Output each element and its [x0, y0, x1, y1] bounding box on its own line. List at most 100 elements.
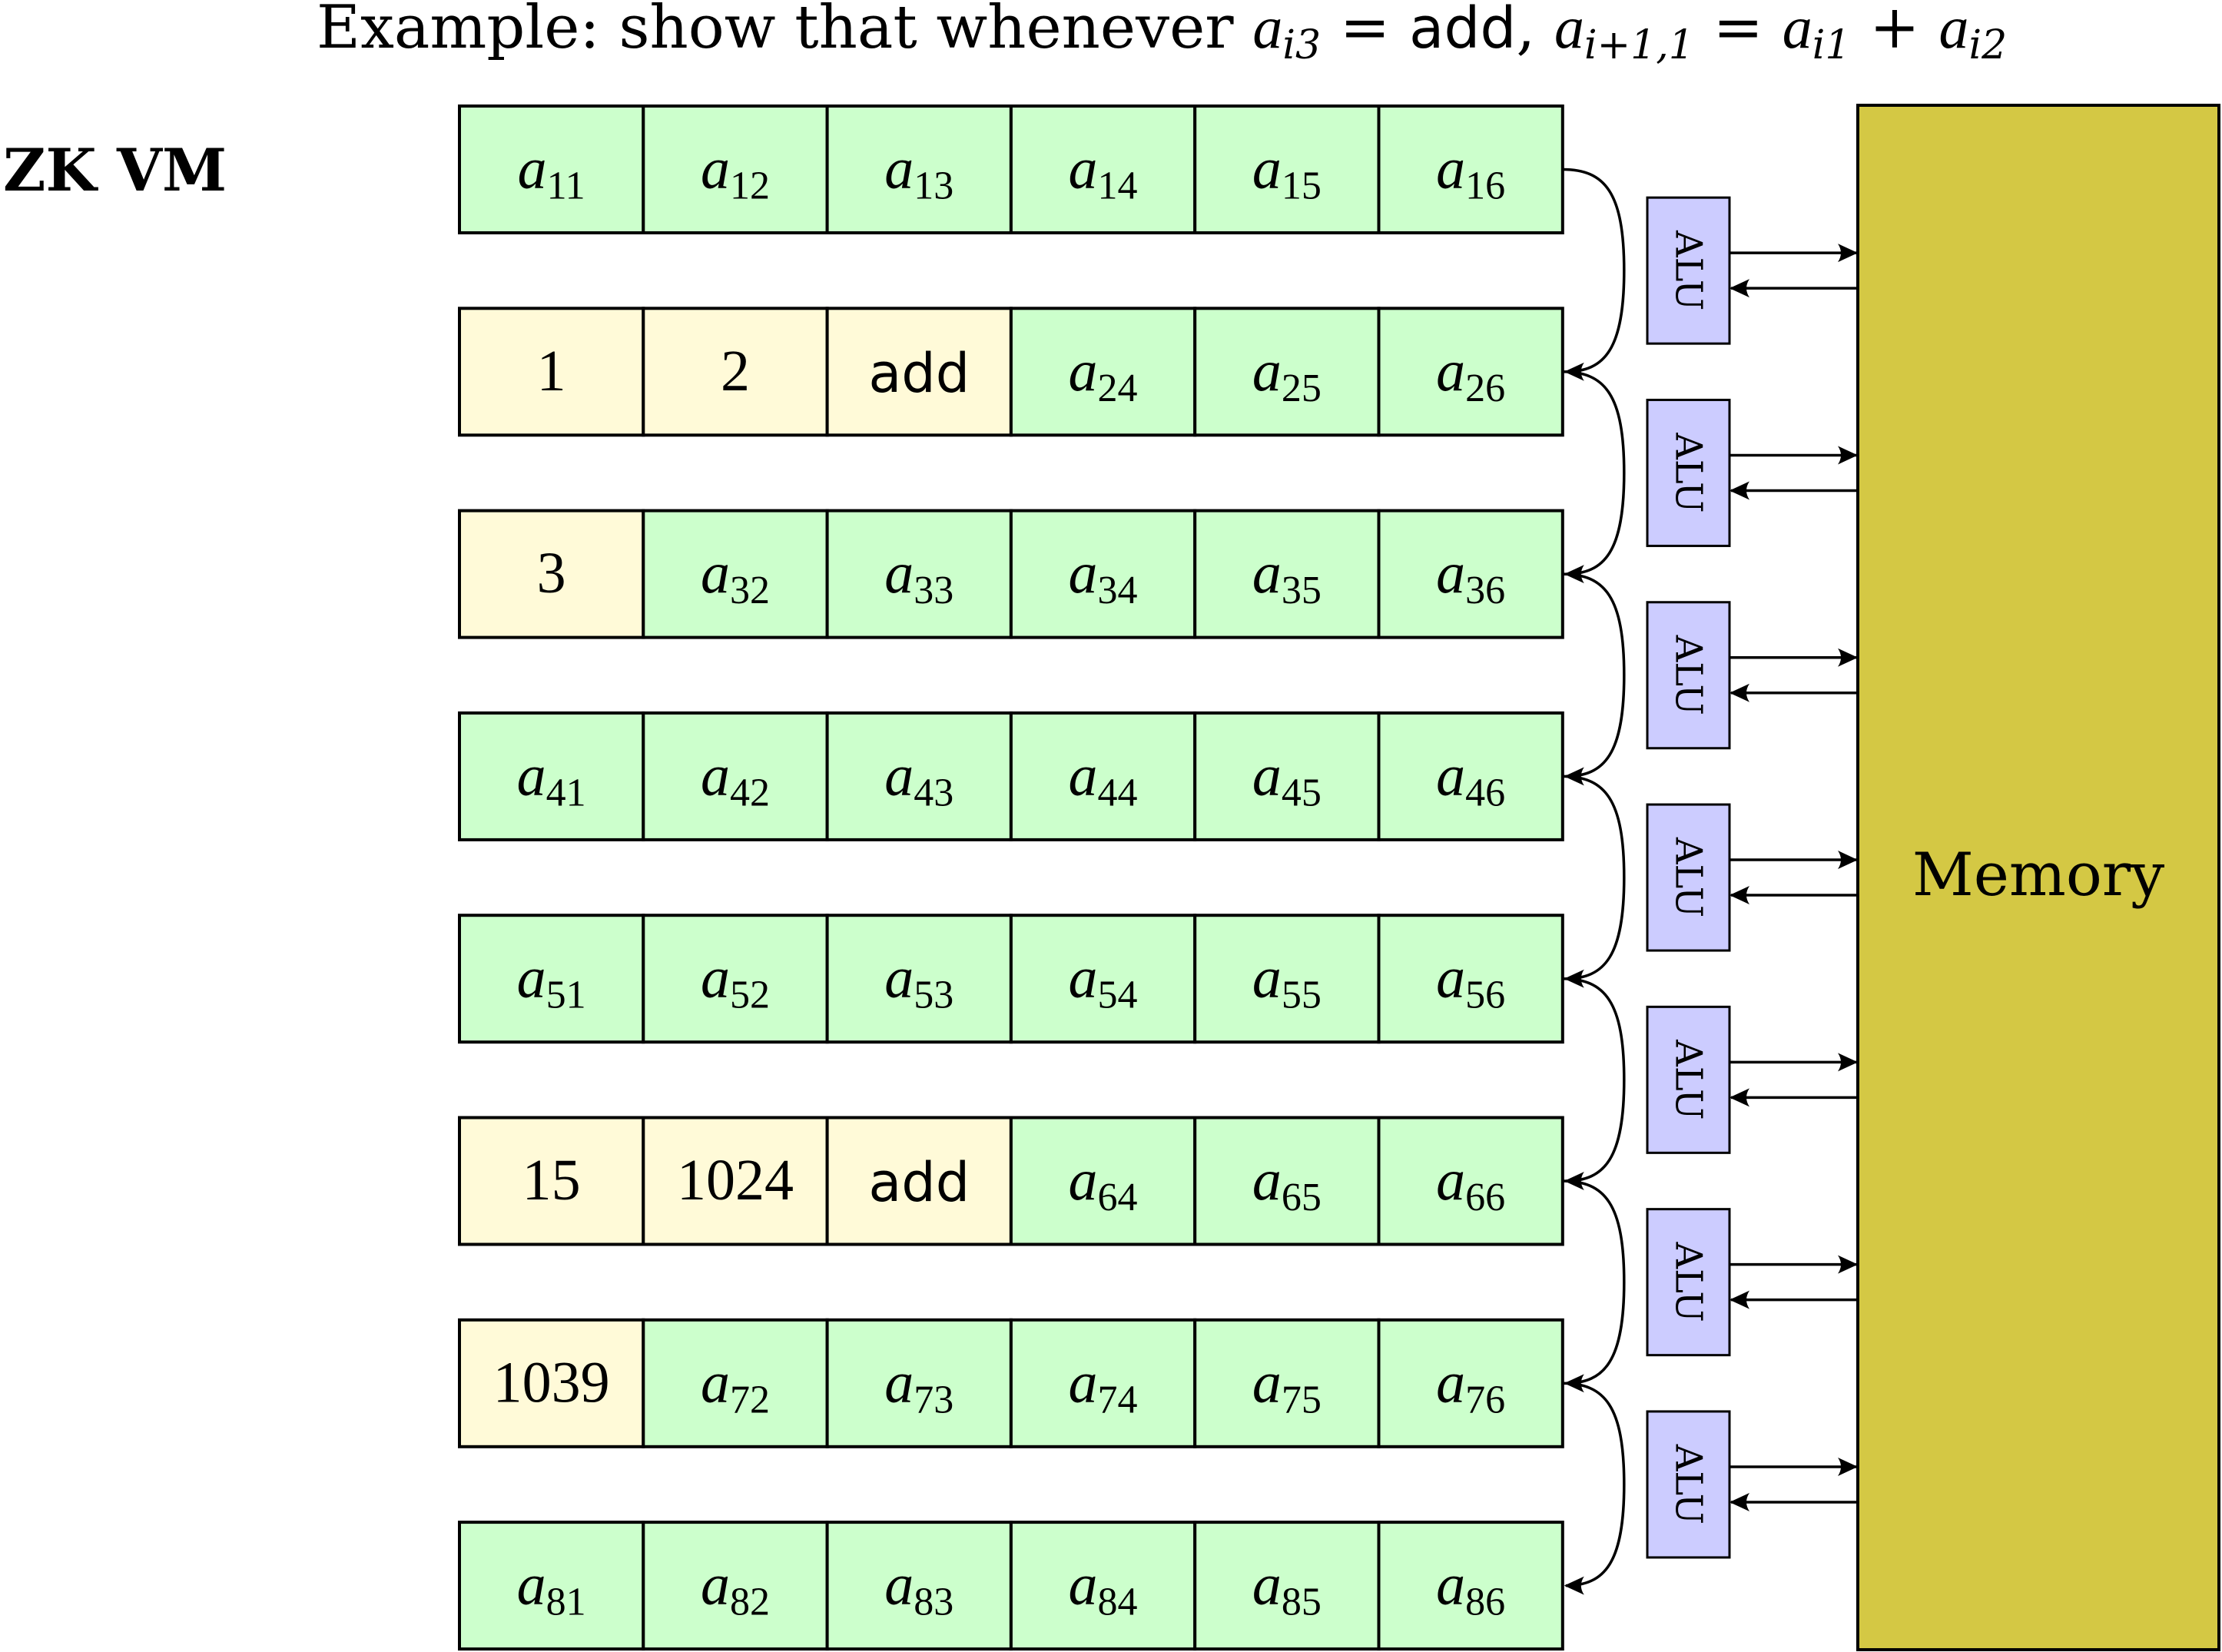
alu-box: [1646, 196, 1731, 345]
alu-label: ALU: [1667, 837, 1710, 917]
memory-label: Memory: [1912, 841, 2164, 910]
trace-cell: [1377, 104, 1564, 234]
row-transition-arrow: [1562, 1179, 1626, 1393]
trace-cell: [642, 1116, 829, 1246]
alu-unit: ALU: [1646, 196, 1858, 345]
alu-unit: ALU: [1646, 1005, 1858, 1154]
cell-value: 15: [522, 1148, 581, 1212]
row-transition-arrow: [1562, 977, 1626, 1190]
row-transition-arrow: [1562, 775, 1626, 988]
alu-unit: ALU: [1646, 601, 1858, 750]
trace-cell: [458, 307, 645, 437]
trace-cell: [1009, 711, 1197, 841]
trace-cell: [1377, 711, 1564, 841]
cell-variable: a46: [1436, 743, 1505, 814]
trace-cell: [1377, 1116, 1564, 1246]
cell-variable: a41: [517, 743, 586, 814]
trace-cell: [642, 711, 829, 841]
trace-cell: [1193, 914, 1381, 1044]
alu-unit: ALU: [1646, 1410, 1858, 1559]
trace-cell: [642, 509, 829, 639]
row-transition-arrow: [1562, 572, 1626, 786]
cell-variable: a82: [701, 1553, 770, 1624]
cell-variable: a33: [884, 541, 953, 612]
trace-cell: [825, 711, 1013, 841]
trace-cell: [1009, 914, 1197, 1044]
alu-label: ALU: [1667, 635, 1710, 715]
cell-variable: a16: [1436, 137, 1505, 208]
alu-unit: ALU: [1646, 398, 1858, 547]
cell-variable: a14: [1069, 137, 1138, 208]
alu-unit: ALU: [1646, 1208, 1858, 1357]
alu-box: [1646, 398, 1731, 547]
alu-label: ALU: [1667, 432, 1710, 513]
cell-variable: a42: [701, 743, 770, 814]
cell-variable: a45: [1252, 743, 1322, 814]
cell-variable: a25: [1252, 339, 1322, 410]
trace-cell: [1009, 1521, 1197, 1651]
trace-cell: [1377, 914, 1564, 1044]
cell-variable: a15: [1252, 137, 1322, 208]
trace-cell: [1009, 509, 1197, 639]
diagram-title: Example: show that whenever ai3 = add, a…: [317, 0, 2007, 68]
cell-variable: a51: [517, 946, 586, 1017]
cell-variable: a26: [1436, 339, 1505, 410]
cell-value: 3: [537, 541, 566, 605]
cell-variable: a13: [884, 137, 953, 208]
cell-variable: a44: [1069, 743, 1138, 814]
cell-variable: a53: [884, 946, 953, 1017]
cell-variable: a73: [884, 1350, 953, 1421]
cell-variable: a75: [1252, 1350, 1322, 1421]
cell-value: 1039: [493, 1350, 610, 1415]
trace-cell: [825, 914, 1013, 1044]
trace-cell: [642, 1318, 829, 1448]
cell-variable: a64: [1069, 1148, 1138, 1219]
cell-variable: a36: [1436, 541, 1505, 612]
trace-cell: [642, 914, 829, 1044]
trace-row: a51 a52 a53 a54 a55 a56: [458, 914, 1564, 1044]
row-connectors: [1562, 168, 1626, 1595]
trace-cell: [1193, 1116, 1381, 1246]
alu-box: [1646, 803, 1731, 952]
row-transition-arrow: [1562, 370, 1626, 584]
alu-box: [1646, 1005, 1731, 1154]
trace-cell: [458, 104, 645, 234]
cell-variable: a55: [1252, 946, 1322, 1017]
cell-variable: a66: [1436, 1148, 1505, 1219]
trace-cell: [642, 1521, 829, 1651]
cell-variable: a54: [1069, 946, 1138, 1017]
alu-label: ALU: [1667, 1039, 1710, 1120]
row-transition-arrow: [1562, 1382, 1626, 1595]
cell-variable: a24: [1069, 339, 1138, 410]
cell-variable: a84: [1069, 1553, 1138, 1624]
trace-cell: [458, 1318, 645, 1448]
trace-cell: [1193, 509, 1381, 639]
trace-cell: [825, 509, 1013, 639]
trace-cell: [825, 307, 1013, 437]
cell-variable: a11: [518, 137, 585, 208]
trace-cell: [1377, 1318, 1564, 1448]
cell-variable: a76: [1436, 1350, 1505, 1421]
trace-cell: [1377, 1521, 1564, 1651]
trace-cell: [1193, 1318, 1381, 1448]
cell-variable: a72: [701, 1350, 770, 1421]
cell-variable: a56: [1436, 946, 1505, 1017]
cell-variable: a74: [1069, 1350, 1138, 1421]
cell-variable: a81: [517, 1553, 586, 1624]
trace-cell: [1377, 509, 1564, 639]
trace-cell: [1009, 104, 1197, 234]
trace-row: a41 a42 a43 a44 a45 a46: [458, 711, 1564, 841]
trace-cell: [1009, 307, 1197, 437]
alu-box: [1646, 1208, 1731, 1357]
trace-cell: [458, 1116, 645, 1246]
cell-variable: a52: [701, 946, 770, 1017]
cell-variable: a43: [884, 743, 953, 814]
trace-cell: [642, 307, 829, 437]
cell-variable: a83: [884, 1553, 953, 1624]
alu-unit: ALU: [1646, 803, 1858, 952]
memory-block: [1856, 104, 2220, 1651]
